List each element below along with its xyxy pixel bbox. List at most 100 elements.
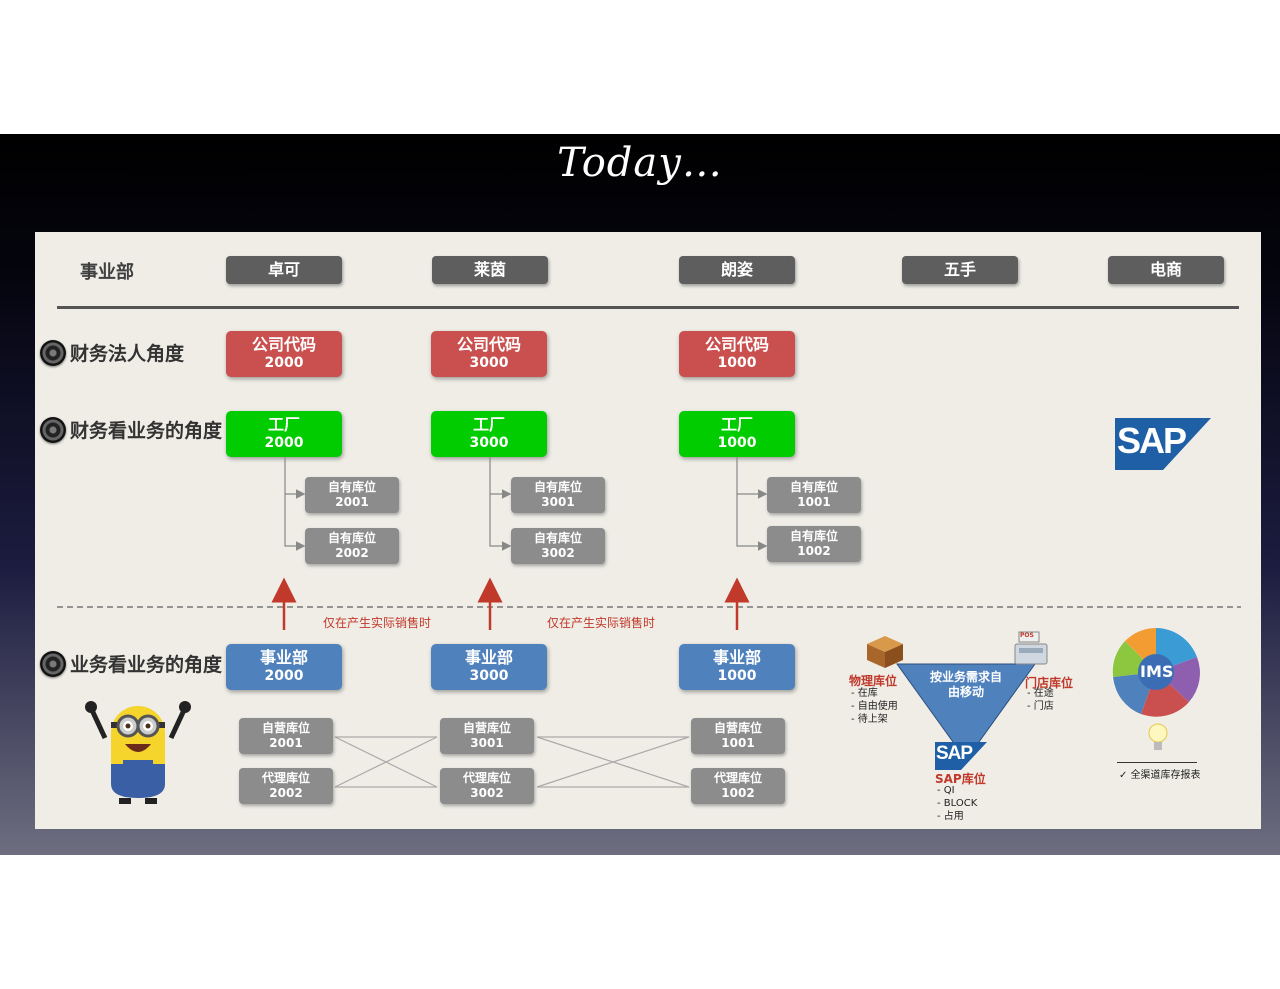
physical-storage-item: - 待上架: [851, 714, 888, 725]
camera-lens-icon: [40, 339, 66, 366]
sap-small-logo-text: SAP: [936, 743, 973, 764]
box-code: 1000: [717, 668, 757, 684]
pos-terminal-icon: [1014, 631, 1048, 665]
sap-storage-item: - BLOCK: [937, 798, 978, 809]
plant-box: 工厂 2000: [226, 411, 342, 457]
store-storage-title: 门店库位: [1025, 676, 1074, 690]
box-label: 自营库位: [261, 721, 310, 735]
box-code: 1000: [717, 435, 757, 451]
unit-pill-ecommerce: 电商: [1108, 256, 1224, 284]
box-label: 自有库位: [789, 529, 838, 543]
package-icon: [867, 636, 903, 668]
box-label: 自有库位: [327, 531, 376, 545]
own-storage-box: 自有库位 1002: [767, 526, 861, 562]
box-code: 2001: [269, 736, 303, 750]
company-code-box: 公司代码 1000: [679, 331, 795, 377]
row-label-text: 财务看业务的角度: [70, 420, 223, 442]
box-label: 公司代码: [704, 335, 769, 354]
division-box: 事业部 3000: [431, 644, 547, 690]
box-label: 自营库位: [462, 721, 511, 735]
box-code: 3000: [469, 668, 509, 684]
box-label: 自有库位: [533, 531, 582, 545]
box-code: 2000: [264, 668, 304, 684]
box-code: 3001: [470, 736, 504, 750]
company-code-box: 公司代码 3000: [431, 331, 547, 377]
row-label-text: 业务看业务的角度: [70, 654, 223, 676]
box-label: 工厂: [267, 415, 300, 434]
box-code: 1001: [797, 495, 831, 509]
agency-storage-box: 代理库位 2002: [239, 768, 333, 804]
pos-label: POS: [1020, 632, 1034, 639]
box-code: 1001: [721, 736, 755, 750]
plant-box: 工厂 1000: [679, 411, 795, 457]
row-label-finance-business: 财务看业务的角度: [40, 416, 222, 443]
physical-storage-title: 物理库位: [849, 674, 898, 688]
plant-box: 工厂 3000: [431, 411, 547, 457]
box-code: 1002: [721, 786, 755, 800]
triangle-center-text: 按业务需求自由移动: [930, 670, 1003, 699]
lightbulb-icon: [1148, 723, 1168, 750]
slide-title: Today…: [557, 140, 723, 186]
camera-lens-icon: [40, 650, 66, 677]
agency-storage-box: 代理库位 3002: [440, 768, 534, 804]
box-label: 公司代码: [251, 335, 316, 354]
box-label: 工厂: [720, 415, 753, 434]
box-code: 2002: [335, 546, 369, 560]
box-code: 3000: [469, 435, 509, 451]
box-label: 事业部: [464, 648, 513, 667]
box-label: 代理库位: [462, 771, 511, 785]
camera-lens-icon: [40, 416, 66, 443]
physical-storage-item: - 在库: [851, 688, 878, 699]
sap-small-logo: [935, 742, 987, 770]
own-storage-box: 自有库位 2002: [305, 528, 399, 564]
ims-divider: [1117, 762, 1197, 763]
box-code: 2000: [264, 355, 304, 371]
box-label: 自有库位: [327, 480, 376, 494]
company-code-box: 公司代码 2000: [226, 331, 342, 377]
box-label: 事业部: [712, 648, 761, 667]
division-box: 事业部 1000: [679, 644, 795, 690]
division-box: 事业部 2000: [226, 644, 342, 690]
box-code: 3001: [541, 495, 575, 509]
sap-storage-item: - QI: [937, 785, 955, 796]
box-code: 2001: [335, 495, 369, 509]
diagram-panel: 事业部 卓可 莱茵 朗姿 五手 电商 财务法人角度 财务看业务的角度 业务看业务…: [35, 232, 1261, 829]
box-code: 1002: [797, 544, 831, 558]
box-label: 公司代码: [456, 335, 521, 354]
box-label: 事业部: [259, 648, 308, 667]
box-code: 3002: [541, 546, 575, 560]
minion-illustration: [85, 701, 191, 804]
sap-logo-text: SAP: [1117, 420, 1187, 461]
ims-logo: [1112, 628, 1200, 717]
arrow-note: 仅在产生实际销售时: [547, 616, 656, 630]
box-code: 2002: [269, 786, 303, 800]
physical-storage-item: - 自由使用: [851, 701, 898, 712]
own-storage-box: 自有库位 2001: [305, 477, 399, 513]
box-label: 自营库位: [713, 721, 762, 735]
division-header-label: 事业部: [80, 262, 134, 283]
arrow-note: 仅在产生实际销售时: [323, 616, 432, 630]
self-operated-storage-box: 自营库位 3001: [440, 718, 534, 754]
row-label-business-business: 业务看业务的角度: [40, 650, 222, 677]
unit-pill-langzi: 朗姿: [679, 256, 795, 284]
unit-pill-zhuoke: 卓可: [226, 256, 342, 284]
box-code: 1000: [717, 355, 757, 371]
header-divider: [57, 306, 1239, 309]
box-label: 自有库位: [789, 480, 838, 494]
store-storage-item: - 在途: [1027, 688, 1054, 699]
box-code: 3002: [470, 786, 504, 800]
box-code: 3000: [469, 355, 509, 371]
own-storage-box: 自有库位 3002: [511, 528, 605, 564]
row-label-finance-legal: 财务法人角度: [40, 339, 184, 366]
box-label: 代理库位: [713, 771, 762, 785]
store-storage-item: - 门店: [1027, 701, 1054, 712]
agency-storage-box: 代理库位 1002: [691, 768, 785, 804]
sap-storage-item: - 占用: [937, 811, 964, 822]
sap-logo: [1115, 418, 1211, 470]
ims-logo-text: IMS: [1140, 662, 1174, 681]
row-label-text: 财务法人角度: [70, 343, 185, 365]
sap-storage-title: SAP库位: [935, 772, 986, 786]
ims-note: ✓ 全渠道库存报表: [1119, 770, 1201, 781]
self-operated-storage-box: 自营库位 2001: [239, 718, 333, 754]
box-code: 2000: [264, 435, 304, 451]
